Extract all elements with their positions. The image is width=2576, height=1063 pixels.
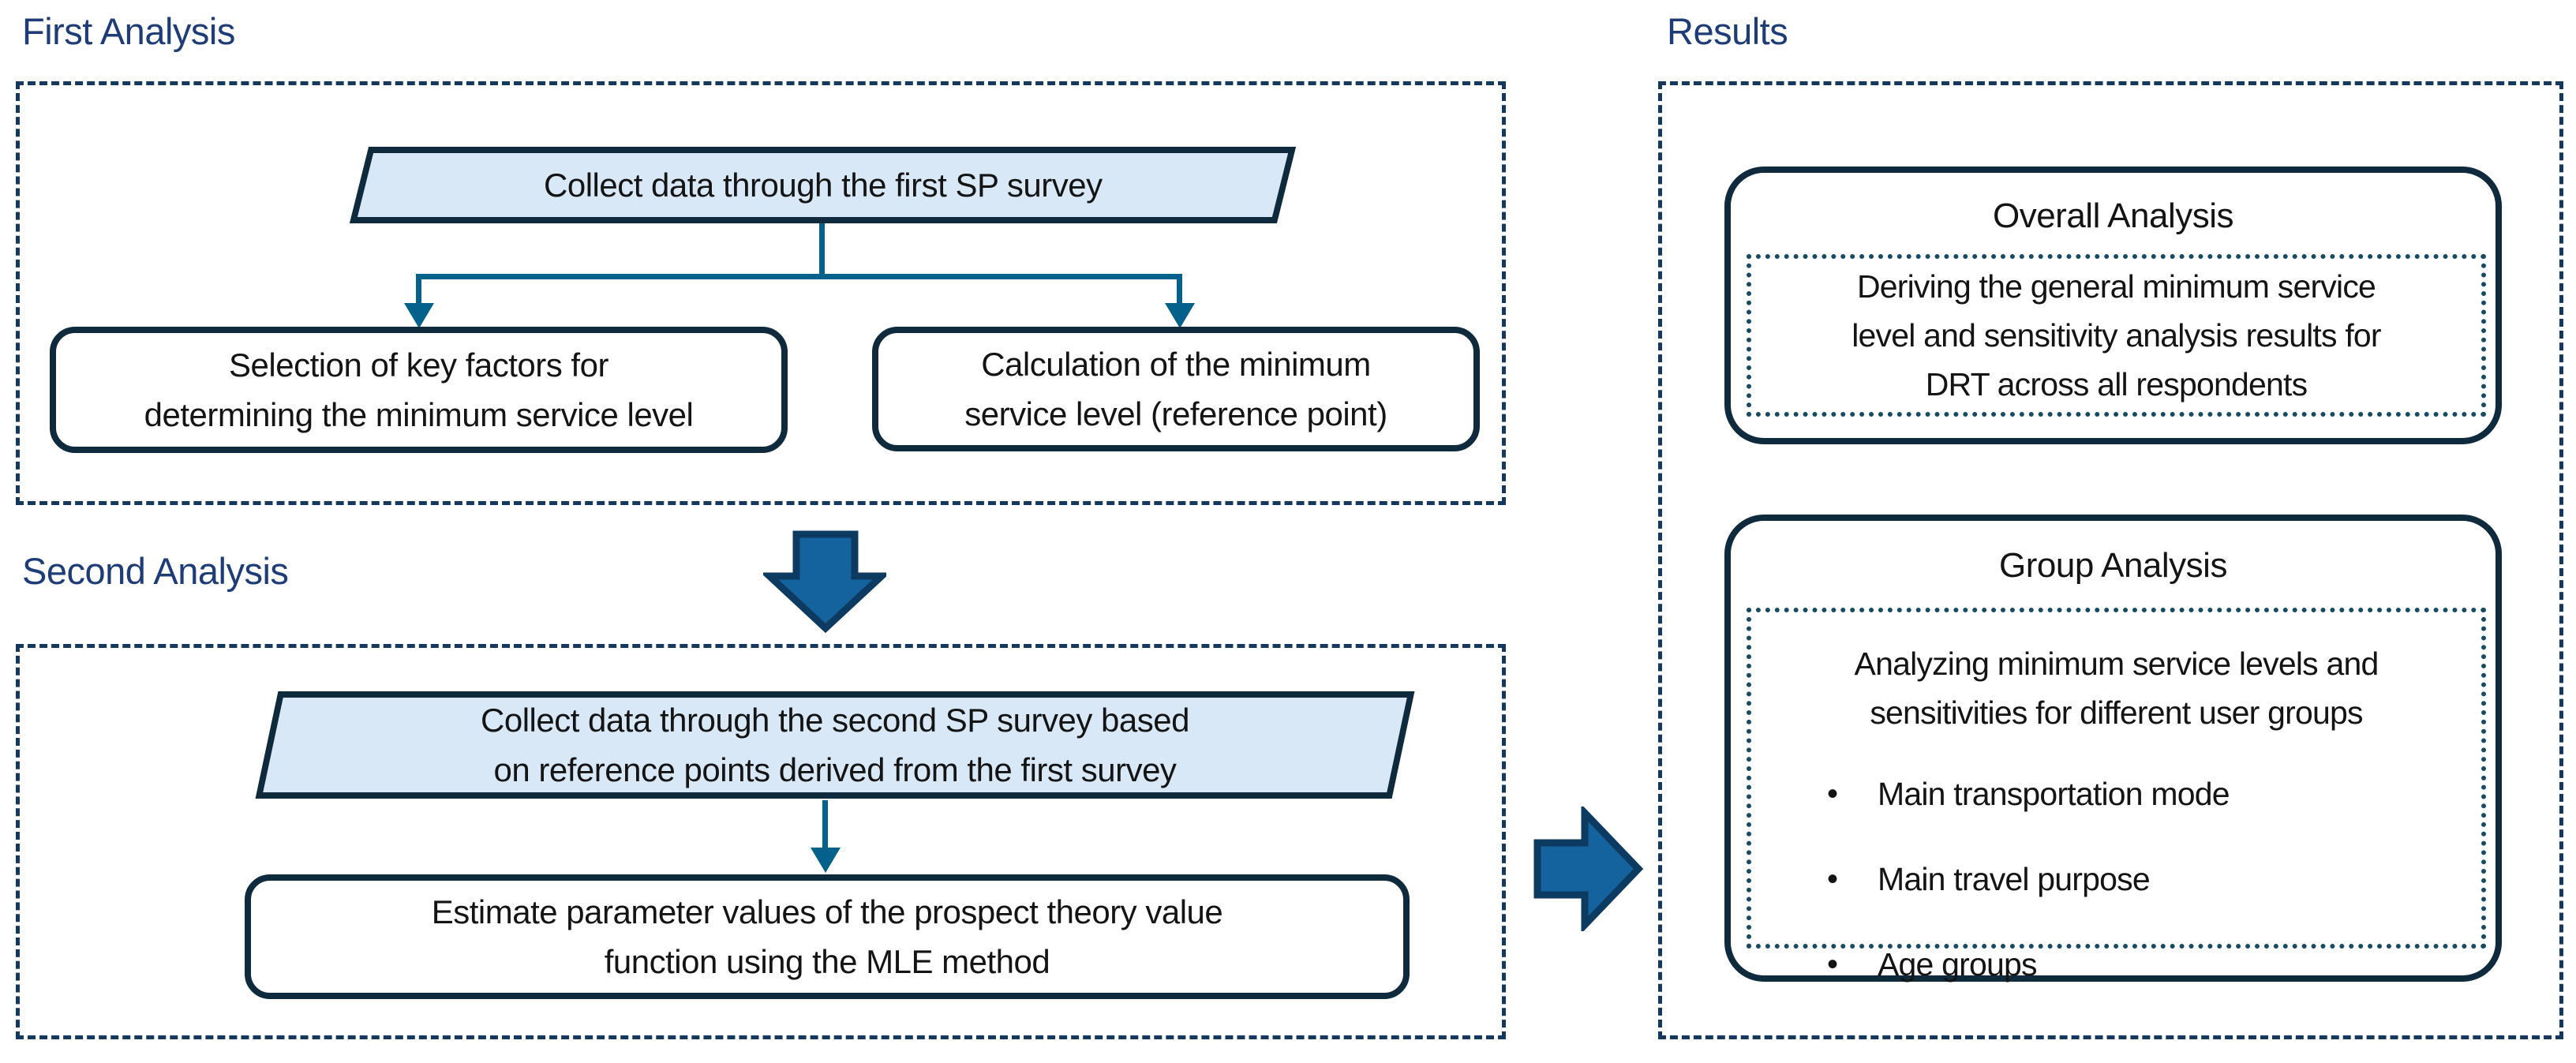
bullet-item: Main travel purpose bbox=[1827, 855, 2481, 904]
estimate-box-line: function using the MLE method bbox=[604, 943, 1050, 980]
second-sp-survey-parallelogram: Collect data through the second SP surve… bbox=[255, 691, 1415, 799]
connector-branch bbox=[416, 274, 1182, 279]
estimate-box-line: Estimate parameter values of the prospec… bbox=[431, 893, 1223, 930]
bullet-item: Main transportation mode bbox=[1827, 769, 2481, 818]
second-sp-survey-line: on reference points derived from the fir… bbox=[493, 751, 1177, 788]
group-intro-line: Analyzing minimum service levels and bbox=[1854, 646, 2379, 682]
connector-stem bbox=[822, 800, 828, 849]
second-analysis-boundary bbox=[16, 644, 1506, 1039]
connector-drop-left bbox=[416, 279, 421, 306]
down-arrowhead-icon bbox=[404, 303, 434, 328]
bullet-dot-icon bbox=[1827, 778, 1878, 810]
first-sp-survey-text: Collect data through the first SP survey bbox=[543, 167, 1103, 204]
bullet-text: Main transportation mode bbox=[1878, 775, 2230, 812]
bullet-item: Age groups bbox=[1827, 940, 2481, 989]
second-sp-survey-line: Collect data through the second SP surve… bbox=[481, 702, 1189, 739]
overall-analysis-title: Overall Analysis bbox=[1992, 197, 2234, 235]
overall-analysis-body: Deriving the general minimum service lev… bbox=[1747, 254, 2486, 417]
connector-drop-right bbox=[1177, 279, 1182, 306]
bullet-dot-icon bbox=[1827, 949, 1878, 980]
first-sp-survey-parallelogram: Collect data through the first SP survey bbox=[349, 147, 1297, 223]
overall-analysis-line: Deriving the general minimum service bbox=[1856, 268, 2376, 305]
down-block-arrow-icon bbox=[763, 530, 886, 633]
selection-box: Selection of key factors for determining… bbox=[50, 327, 788, 453]
section-label-first-analysis: First Analysis bbox=[22, 10, 235, 52]
group-analysis-box: Group Analysis Analyzing minimum service… bbox=[1724, 515, 2502, 983]
connector-stem bbox=[819, 223, 825, 274]
bullet-dot-icon bbox=[1827, 863, 1878, 895]
overall-analysis-box: Overall Analysis Deriving the general mi… bbox=[1724, 167, 2502, 444]
calculation-box: Calculation of the minimum service level… bbox=[872, 327, 1480, 451]
right-block-arrow-icon bbox=[1533, 807, 1644, 931]
group-intro-line: sensitivities for different user groups bbox=[1870, 694, 2363, 732]
section-label-second-analysis: Second Analysis bbox=[22, 550, 289, 592]
bullet-text: Age groups bbox=[1878, 946, 2038, 983]
results-boundary bbox=[1658, 81, 2563, 1039]
calculation-box-line: service level (reference point) bbox=[964, 395, 1387, 432]
section-label-results: Results bbox=[1667, 10, 1788, 52]
selection-box-line: determining the minimum service level bbox=[144, 396, 694, 433]
estimate-box: Estimate parameter values of the prospec… bbox=[245, 874, 1410, 999]
calculation-box-line: Calculation of the minimum bbox=[981, 346, 1371, 383]
selection-box-line: Selection of key factors for bbox=[229, 346, 608, 384]
group-analysis-title: Group Analysis bbox=[1999, 546, 2227, 585]
overall-analysis-line: DRT across all respondents bbox=[1925, 366, 2308, 403]
bullet-text: Main travel purpose bbox=[1878, 860, 2151, 897]
group-bullet-list: Main transportation mode Main travel pur… bbox=[1751, 769, 2481, 990]
group-analysis-intro: Analyzing minimum service levels and sen… bbox=[1751, 612, 2481, 738]
overall-analysis-line: level and sensitivity analysis results f… bbox=[1852, 316, 2381, 354]
down-arrowhead-icon bbox=[1165, 303, 1195, 328]
group-analysis-body: Analyzing minimum service levels and sen… bbox=[1747, 608, 2486, 983]
down-arrowhead-icon bbox=[811, 848, 841, 873]
first-analysis-boundary bbox=[16, 81, 1506, 505]
